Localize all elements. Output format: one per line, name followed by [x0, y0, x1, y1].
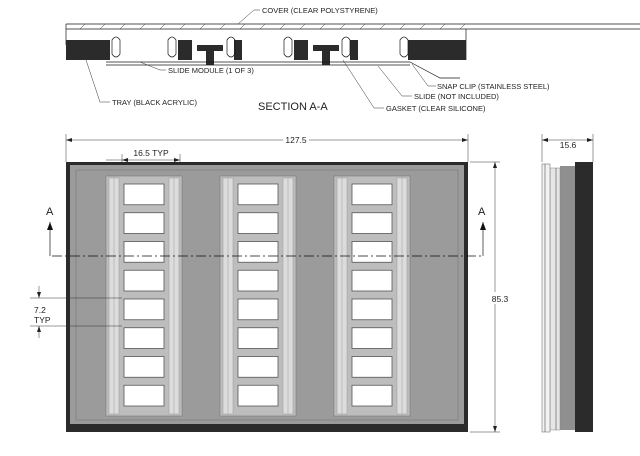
module-well: [123, 356, 165, 378]
tray-block: [66, 40, 110, 60]
section-arrow-right-head: [480, 222, 486, 230]
side-cover: [541, 163, 551, 433]
label-snap-clip: SNAP CLIP (STAINLESS STEEL): [437, 82, 550, 91]
module-well: [351, 183, 393, 206]
width-dim-text: 127.5: [285, 135, 307, 145]
snap-clip: [226, 36, 236, 58]
section-arrow-left-head: [47, 222, 53, 230]
cover-hatch: [79, 23, 466, 30]
section-title: SECTION A-A: [258, 101, 328, 113]
section-a-a-view: COVER (CLEAR POLYSTYRENE) SLIDE MODULE (…: [65, 6, 640, 113]
tray-section-blocks: [66, 40, 466, 65]
module-well: [351, 269, 393, 292]
snap-clips: [111, 36, 409, 58]
module-well: [237, 327, 279, 349]
pitch-typ-text: TYP: [34, 315, 51, 325]
tray-block: [234, 40, 242, 60]
label-slide: SLIDE (NOT INCLUDED): [414, 92, 499, 101]
module-well: [123, 298, 165, 321]
pitch-dim-text: 7.2: [34, 305, 46, 315]
module-well: [351, 384, 393, 407]
module-well: [123, 212, 165, 234]
tray-block: [408, 40, 466, 60]
section-marker-left: A: [46, 206, 54, 218]
side-view: 15.6: [541, 134, 594, 433]
module-width-arrows: [122, 158, 180, 162]
height-dim-mask: [489, 292, 511, 304]
tray-block: [350, 40, 358, 60]
tray-block: [178, 40, 192, 60]
label-gasket: GASKET (CLEAR SILICONE): [386, 104, 486, 113]
tray-block: [294, 40, 308, 60]
module-well: [351, 298, 393, 321]
side-slide: [549, 167, 561, 431]
side-tray: [575, 162, 593, 432]
slide-tail: [409, 61, 460, 79]
module-well: [123, 241, 165, 263]
label-tray: TRAY (BLACK ACRYLIC): [112, 98, 198, 107]
module-well: [351, 212, 393, 234]
module-well: [351, 241, 393, 263]
module-well: [237, 183, 279, 206]
tray-plate-border: [75, 169, 459, 421]
module-well: [123, 183, 165, 206]
section-leaders: [85, 9, 436, 109]
module-well: [237, 384, 279, 407]
module-well: [123, 269, 165, 292]
module-well: [237, 241, 279, 263]
side-module: [560, 166, 575, 430]
label-cover: COVER (CLEAR POLYSTYRENE): [262, 6, 378, 15]
snap-clip: [111, 36, 121, 58]
snap-clip: [399, 36, 409, 58]
module-width-text: 16.5 TYP: [133, 148, 169, 158]
module-well: [237, 356, 279, 378]
snap-clip: [341, 36, 351, 58]
module-well: [237, 298, 279, 321]
module-t-section: [313, 45, 339, 65]
module-t-section: [197, 45, 223, 65]
section-marker-right: A: [478, 206, 486, 218]
slide-modules: [105, 175, 411, 417]
module-well: [351, 327, 393, 349]
module-well: [237, 269, 279, 292]
width-dim-mask: [283, 133, 309, 145]
snap-clip: [167, 36, 177, 58]
module-well: [237, 212, 279, 234]
top-view: 127.5 16.5 TYP A A 85.3: [30, 133, 511, 433]
module-well: [351, 356, 393, 378]
side-width-arrows: [542, 138, 593, 142]
snap-clip: [283, 36, 293, 58]
module-well: [123, 327, 165, 349]
module-well: [123, 384, 165, 407]
side-width-text: 15.6: [560, 140, 577, 150]
height-dim-text: 85.3: [492, 294, 509, 304]
label-slide-module: SLIDE MODULE (1 OF 3): [168, 66, 254, 75]
